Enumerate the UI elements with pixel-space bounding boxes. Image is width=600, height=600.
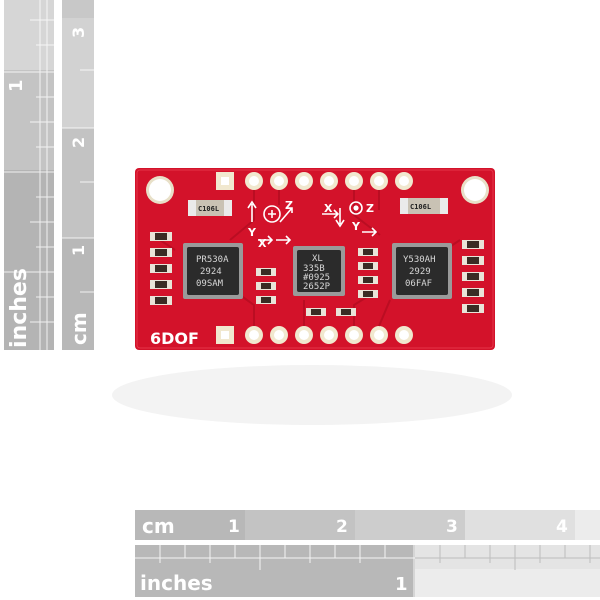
gyro-chip-left: PR530A 2924 09SAM xyxy=(183,243,243,299)
capacitor-left: C106L xyxy=(188,200,232,216)
chip-middle-line-4: 2652P xyxy=(303,282,331,292)
axis-label-z-left: Z xyxy=(285,199,293,212)
mounting-hole xyxy=(146,176,174,204)
horizontal-inches-label: inches xyxy=(140,571,213,595)
vertical-inches-label: inches xyxy=(7,268,32,348)
axis-label-y-right: Y xyxy=(351,220,361,233)
chip-right-line-3: 06FAF xyxy=(405,279,432,289)
horizontal-cm-mark-2: 2 xyxy=(336,517,348,537)
horizontal-inches-mark: 1 xyxy=(395,574,408,595)
accelerometer-chip: XL 335B #0925 2652P xyxy=(293,246,345,296)
board-name-label: 6DOF xyxy=(150,329,199,348)
vertical-cm-mark-2: 2 xyxy=(69,137,88,148)
gyro-chip-right: Y530AH 2929 06FAF xyxy=(392,243,452,299)
middle-passives xyxy=(256,248,378,316)
right-passives xyxy=(462,240,484,313)
capacitor-left-label: C106L xyxy=(198,205,219,213)
vertical-cm-mark-1: 1 xyxy=(69,245,88,256)
axis-label-x-right: X xyxy=(324,202,333,215)
chip-right-line-2: 2929 xyxy=(409,267,431,277)
chip-right-line-1: Y530AH xyxy=(403,255,436,265)
capacitor-right: C106L xyxy=(400,198,448,214)
horizontal-ruler: cm 1 2 3 4 inches 1 xyxy=(135,510,600,597)
chip-middle-line-2: 335B xyxy=(303,264,325,274)
horizontal-cm-label: cm xyxy=(142,514,175,538)
vertical-cm-mark-3: 3 xyxy=(69,27,88,38)
capacitor-right-label: C106L xyxy=(410,203,431,211)
axis-label-y-left: Y xyxy=(247,226,257,239)
horizontal-cm-mark-3: 3 xyxy=(446,517,458,537)
vertical-ruler: inches 1 cm 1 2 3 xyxy=(4,0,94,350)
chip-left-line-3: 09SAM xyxy=(196,279,224,289)
sensor-board: C106L C106L xyxy=(135,168,495,350)
horizontal-cm-mark-1: 1 xyxy=(228,517,240,537)
vertical-inches-mark: 1 xyxy=(6,79,27,92)
mounting-hole xyxy=(461,176,489,204)
chip-left-line-1: PR530A xyxy=(196,255,229,265)
chip-middle-line-3: #0925 xyxy=(303,273,330,283)
axis-label-x-left: X xyxy=(258,237,267,250)
left-passives xyxy=(150,232,172,305)
horizontal-cm-mark-4: 4 xyxy=(556,517,568,537)
axis-label-z-right: Z xyxy=(366,202,374,215)
chip-middle-line-1: XL xyxy=(312,254,323,264)
axis-markings xyxy=(247,200,378,245)
top-header-pads xyxy=(216,172,413,190)
vertical-cm-label: cm xyxy=(67,312,91,345)
bottom-header-pads xyxy=(216,326,413,344)
chip-left-line-2: 2924 xyxy=(200,267,222,277)
